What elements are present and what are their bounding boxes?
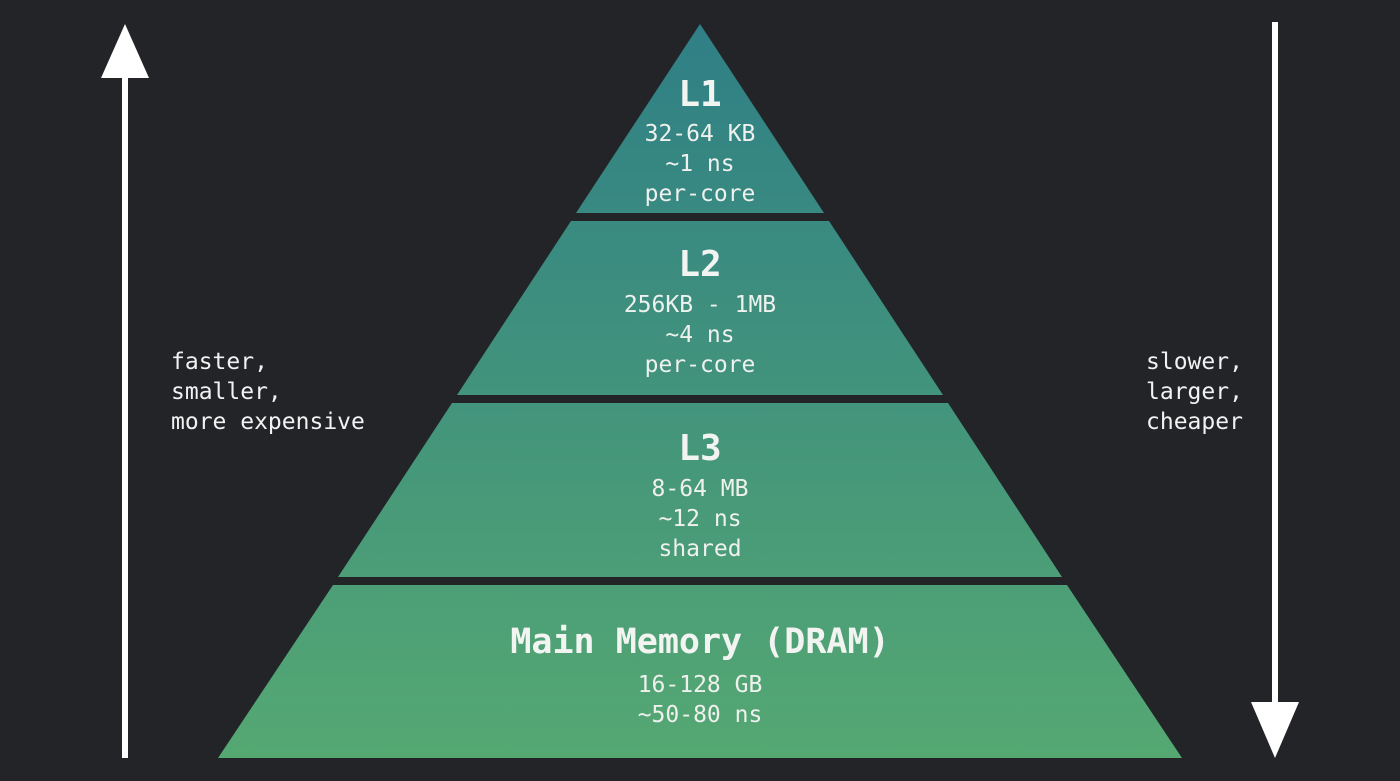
left-note-line: more expensive — [171, 409, 365, 435]
left-note: faster, smaller, more expensive — [171, 349, 365, 435]
tier-latency: ~1 ns — [665, 151, 734, 177]
tier-dram: Main Memory (DRAM) 16-128 GB ~50-80 ns — [510, 622, 889, 728]
tier-scope: per-core — [645, 181, 756, 207]
tier-title: Main Memory (DRAM) — [510, 622, 889, 662]
tier-scope: per-core — [645, 352, 756, 378]
tier-l3: L3 8-64 MB ~12 ns shared — [652, 428, 749, 562]
tier-title: L2 — [678, 244, 721, 285]
tier-latency: ~12 ns — [658, 506, 741, 532]
right-arrow-shaft — [1272, 22, 1278, 712]
right-arrow-down-icon — [1251, 22, 1299, 758]
tier-dram-shape — [218, 585, 1182, 758]
tier-l2: L2 256KB - 1MB ~4 ns per-core — [624, 244, 776, 378]
tier-title: L1 — [678, 74, 721, 115]
left-arrow-head — [101, 24, 149, 78]
tier-size: 32-64 KB — [645, 121, 756, 147]
tier-title: L3 — [678, 428, 721, 469]
left-arrow-up-icon — [101, 24, 149, 758]
right-arrow-head — [1251, 702, 1299, 758]
left-note-line: faster, — [171, 349, 268, 375]
right-note-line: cheaper — [1146, 409, 1243, 435]
tier-l3-shape — [338, 403, 1062, 577]
tier-size: 8-64 MB — [652, 476, 749, 502]
tier-l1: L1 32-64 KB ~1 ns per-core — [645, 74, 756, 207]
tier-latency: ~4 ns — [665, 322, 734, 348]
left-arrow-shaft — [122, 70, 128, 758]
right-note-line: larger, — [1146, 379, 1243, 405]
left-note-line: smaller, — [171, 379, 282, 405]
tier-latency: ~50-80 ns — [638, 702, 763, 728]
tier-l1-shape — [576, 24, 824, 213]
tier-l2-shape — [457, 221, 943, 395]
right-note: slower, larger, cheaper — [1146, 349, 1243, 435]
tier-size: 16-128 GB — [638, 672, 763, 698]
tier-scope: shared — [658, 536, 741, 562]
tier-size: 256KB - 1MB — [624, 292, 776, 318]
pyramid — [218, 24, 1182, 758]
right-note-line: slower, — [1146, 349, 1243, 375]
